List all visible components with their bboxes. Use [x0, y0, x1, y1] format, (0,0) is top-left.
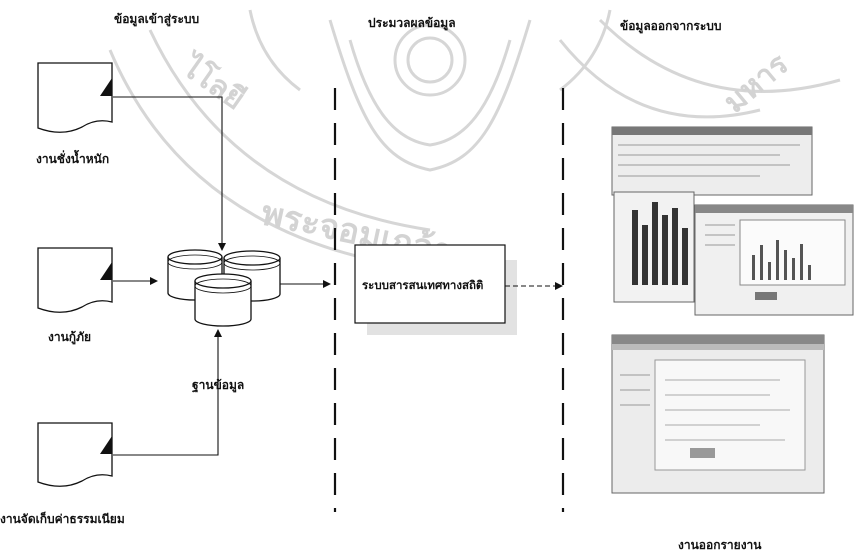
- arrow-fee-to-db: [113, 329, 222, 456]
- header-process: ประมวลผลข้อมูล: [368, 16, 456, 30]
- document-icon-fee: [37, 422, 113, 487]
- report-screenshots: [611, 126, 854, 494]
- label-process-system: ระบบสารสนเทศทางสถิติ: [362, 278, 484, 292]
- label-reporting: งานออกรายงาน: [678, 538, 762, 552]
- document-icon-rescue: [37, 247, 113, 313]
- label-weighing: งานชั่งน้ำหนัก: [36, 152, 110, 166]
- label-fee-collection: งานจัดเก็บค่าธรรมเนียม: [0, 512, 125, 526]
- arrow-weighing-to-db: [113, 96, 226, 251]
- document-icon-weighing: [37, 62, 113, 133]
- header-input: ข้อมูลเข้าสู่ระบบ: [114, 12, 200, 26]
- label-rescue: งานกู้ภัย: [48, 330, 92, 344]
- label-database: ฐานข้อมูล: [192, 378, 245, 392]
- database-cylinder-front: [194, 273, 252, 327]
- process-box: [354, 244, 506, 324]
- header-output: ข้อมูลออกจากระบบ: [620, 19, 722, 33]
